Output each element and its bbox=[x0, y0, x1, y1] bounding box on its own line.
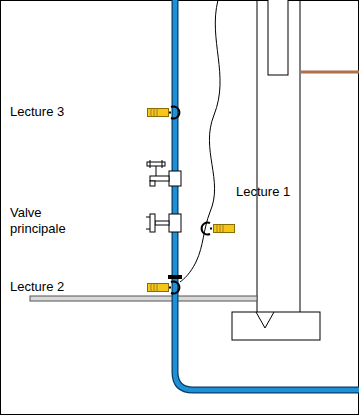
clamp-meter-1 bbox=[210, 228, 212, 230]
faucet bbox=[150, 176, 169, 181]
faucet bbox=[169, 171, 181, 186]
gas-pipe bbox=[301, 71, 359, 74]
faucet bbox=[150, 181, 155, 186]
part-label: Lecture 1 bbox=[236, 184, 290, 200]
chimney bbox=[257, 0, 258, 312]
main-valve bbox=[155, 221, 169, 225]
clamp-meter-2 bbox=[171, 282, 179, 294]
clamp-meter-1 bbox=[214, 225, 235, 233]
faucet bbox=[150, 160, 151, 168]
chimney bbox=[268, 0, 288, 75]
main-valve bbox=[146, 214, 181, 232]
clamp-meter-2 bbox=[148, 284, 169, 292]
chimney bbox=[256, 312, 274, 328]
part-label: Lecture 3 bbox=[10, 104, 64, 120]
floor-slab bbox=[30, 296, 257, 301]
faucet bbox=[162, 160, 163, 168]
clamp-meter-2 bbox=[169, 287, 171, 289]
part-label: Lecture 2 bbox=[10, 279, 64, 295]
water-pipe bbox=[175, 0, 359, 390]
clamp-meter-3 bbox=[171, 106, 179, 118]
faucet bbox=[156, 166, 157, 176]
clamp-meter-2 bbox=[148, 275, 183, 294]
clamp-meter-2 bbox=[168, 275, 182, 279]
clamp-meter-1 bbox=[202, 222, 210, 234]
main-valve bbox=[169, 214, 181, 232]
main-valve bbox=[146, 217, 150, 218]
chimney bbox=[232, 312, 320, 340]
main-valve bbox=[150, 214, 155, 232]
clamp-meter-3 bbox=[148, 109, 169, 117]
part-label: Valve principale bbox=[10, 205, 82, 237]
faucet bbox=[147, 160, 181, 186]
clamp-meter-3 bbox=[148, 106, 180, 118]
clamp-meter-1 bbox=[202, 222, 235, 234]
water-pipe bbox=[175, 0, 359, 390]
ground-wire bbox=[180, 0, 220, 282]
clamp-meter-3 bbox=[169, 112, 171, 114]
main-valve bbox=[146, 229, 150, 230]
chimney bbox=[232, 0, 320, 340]
water-pipe bbox=[175, 0, 359, 390]
chimney bbox=[300, 0, 301, 312]
